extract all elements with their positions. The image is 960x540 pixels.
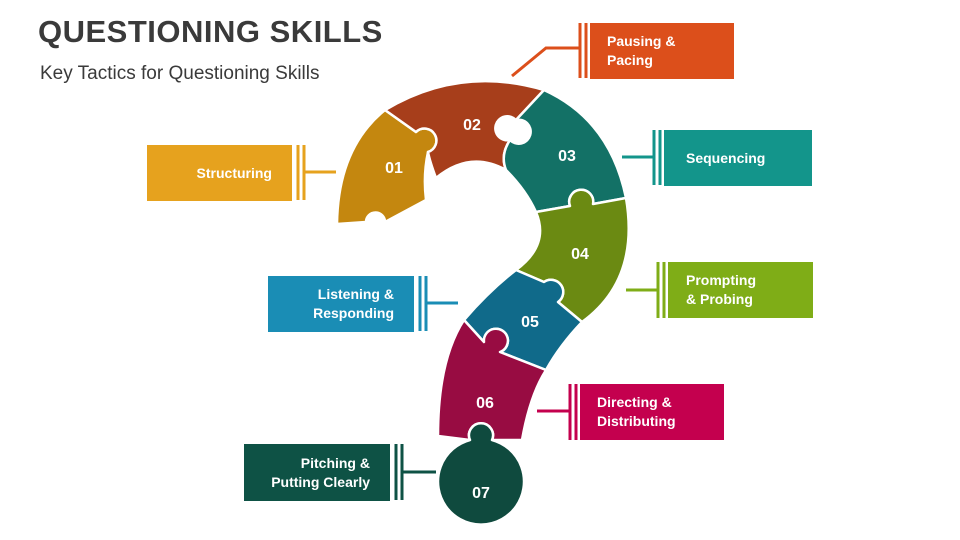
step-number-01: 01 <box>385 160 403 177</box>
page-subtitle: Key Tactics for Questioning Skills <box>40 63 320 84</box>
step-numbers: 01 02 03 04 05 06 07 <box>385 117 589 502</box>
label-box-listening-responding: Listening & Responding <box>268 276 414 332</box>
step-number-05: 05 <box>521 314 539 331</box>
connector-02-line <box>511 46 580 78</box>
label-box-structuring: Structuring <box>147 145 292 201</box>
step-number-07: 07 <box>472 485 490 502</box>
label-box-directing-distributing: Directing & Distributing <box>580 384 724 440</box>
step-number-02: 02 <box>463 117 481 134</box>
label-pitching-putting-clearly: Pitching & Putting Clearly <box>271 454 370 490</box>
label-box-pitching-putting-clearly: Pitching & Putting Clearly <box>244 444 390 501</box>
label-prompting-probing: Prompting & Probing <box>686 272 756 307</box>
label-listening-responding: Listening & Responding <box>313 286 394 321</box>
step-number-06: 06 <box>476 395 494 412</box>
step-number-04: 04 <box>571 246 589 263</box>
label-box-pausing-pacing: Pausing & Pacing <box>590 23 734 79</box>
puzzle-pieces <box>335 79 630 526</box>
puzzle-piece-03 <box>502 88 628 214</box>
puzzle-piece-07 <box>436 422 526 526</box>
label-pausing-pacing: Pausing & Pacing <box>607 33 676 68</box>
label-directing-distributing: Directing & Distributing <box>597 394 676 429</box>
label-sequencing: Sequencing <box>686 149 766 166</box>
puzzle-piece-06 <box>436 318 548 442</box>
connectors <box>296 23 666 500</box>
label-box-sequencing: Sequencing <box>664 130 812 186</box>
page-title: QUESTIONING SKILLS <box>38 14 383 49</box>
label-structuring: Structuring <box>196 164 272 181</box>
step-number-03: 03 <box>558 148 576 165</box>
label-box-prompting-probing: Prompting & Probing <box>668 262 813 318</box>
